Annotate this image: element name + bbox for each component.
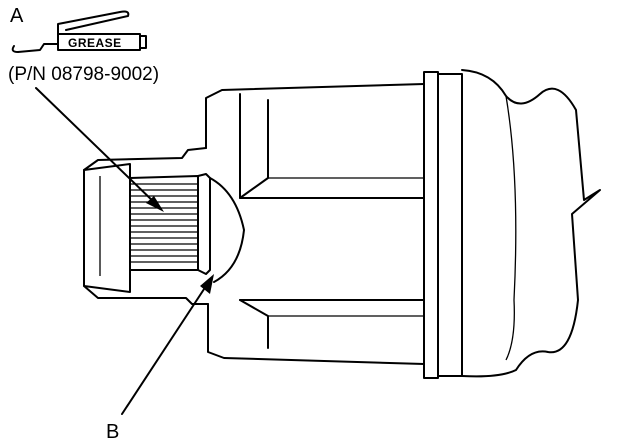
grease-tube-text: GREASE [68,36,122,50]
part-number-label: (P/N 08798-9002) [8,64,159,85]
callout-b-label: B [106,421,119,443]
flange-ring [423,71,463,379]
spline-section [129,173,211,275]
leader-line-b [121,274,214,415]
callout-a-label: A [10,5,24,27]
grease-tube-icon: GREASE [11,10,147,53]
cv-boot [461,69,601,378]
stub-shaft [83,147,209,305]
outer-race-housing [205,83,425,365]
